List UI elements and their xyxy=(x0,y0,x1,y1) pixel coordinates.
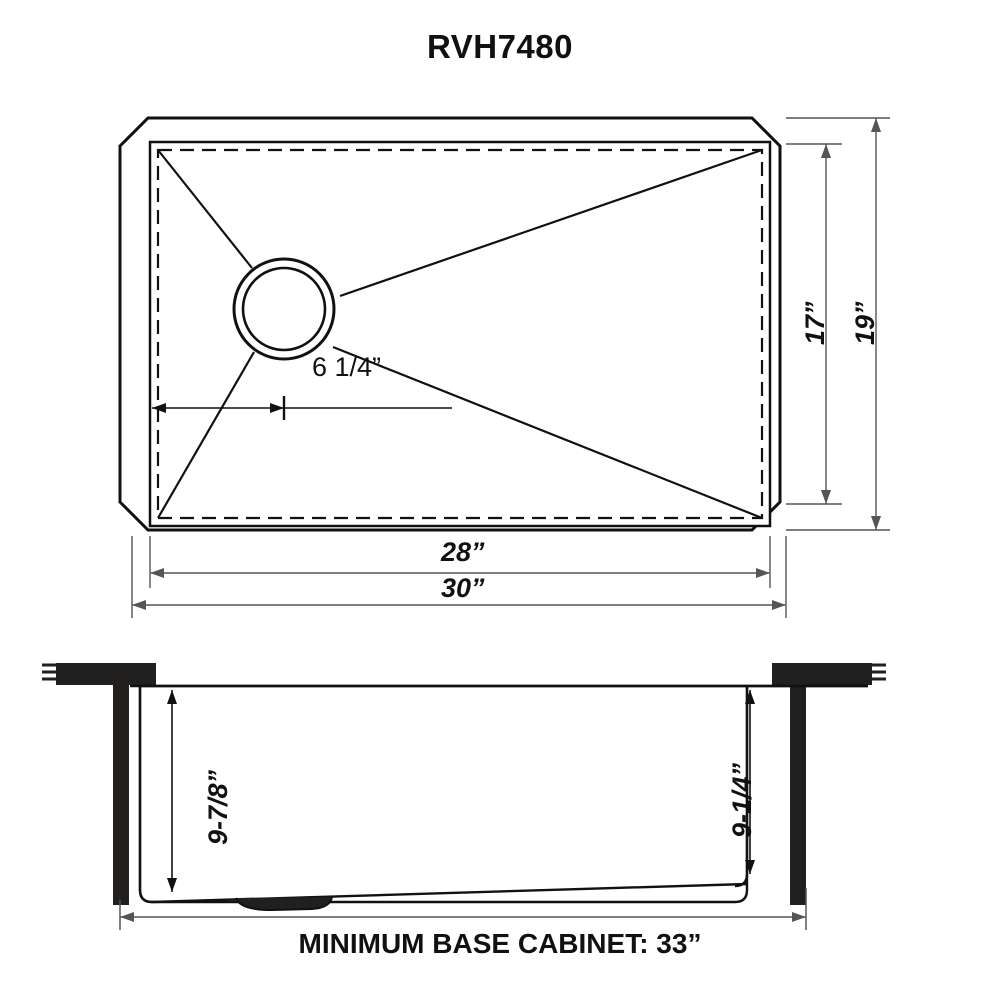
section-drain-bulge xyxy=(235,896,333,912)
sink-section-body xyxy=(138,684,868,904)
dimension-depth-left xyxy=(167,690,177,892)
label-drain-offset: 6 1/4” xyxy=(312,352,382,382)
drain-inner-circle xyxy=(241,266,327,352)
page-title: RVH7480 xyxy=(427,28,573,65)
countertop-right-hatch xyxy=(868,663,886,681)
label-outer-width: 30” xyxy=(441,573,485,603)
sink-section-right-wall xyxy=(734,686,749,888)
min-base-cabinet-caption: MINIMUM BASE CABINET: 33” xyxy=(298,928,702,959)
dimension-outer-width xyxy=(131,536,787,618)
countertop-left xyxy=(56,663,156,685)
sink-section-left-wall xyxy=(138,686,153,904)
countertop-right xyxy=(772,663,872,685)
dimension-depth-right xyxy=(745,690,755,874)
dimension-inner-height xyxy=(786,143,842,505)
label-depth-right: 9-1/4” xyxy=(727,762,757,838)
dimension-inner-width xyxy=(149,536,771,588)
label-depth-left: 9-7/8” xyxy=(203,769,233,845)
sink-slope-lines xyxy=(157,148,763,520)
sink-bowl-floor-dashed xyxy=(156,148,764,520)
cabinet-wall-right xyxy=(790,685,806,905)
countertop-left-hatch xyxy=(42,663,60,681)
label-outer-height: 19” xyxy=(850,301,880,345)
dimension-drain-offset xyxy=(152,396,452,420)
label-inner-height: 17” xyxy=(800,301,830,345)
dimension-outer-height xyxy=(786,117,890,531)
dimension-min-base-cabinet xyxy=(119,888,807,930)
cabinet-wall-left xyxy=(113,685,129,905)
label-inner-width: 28” xyxy=(441,537,485,567)
